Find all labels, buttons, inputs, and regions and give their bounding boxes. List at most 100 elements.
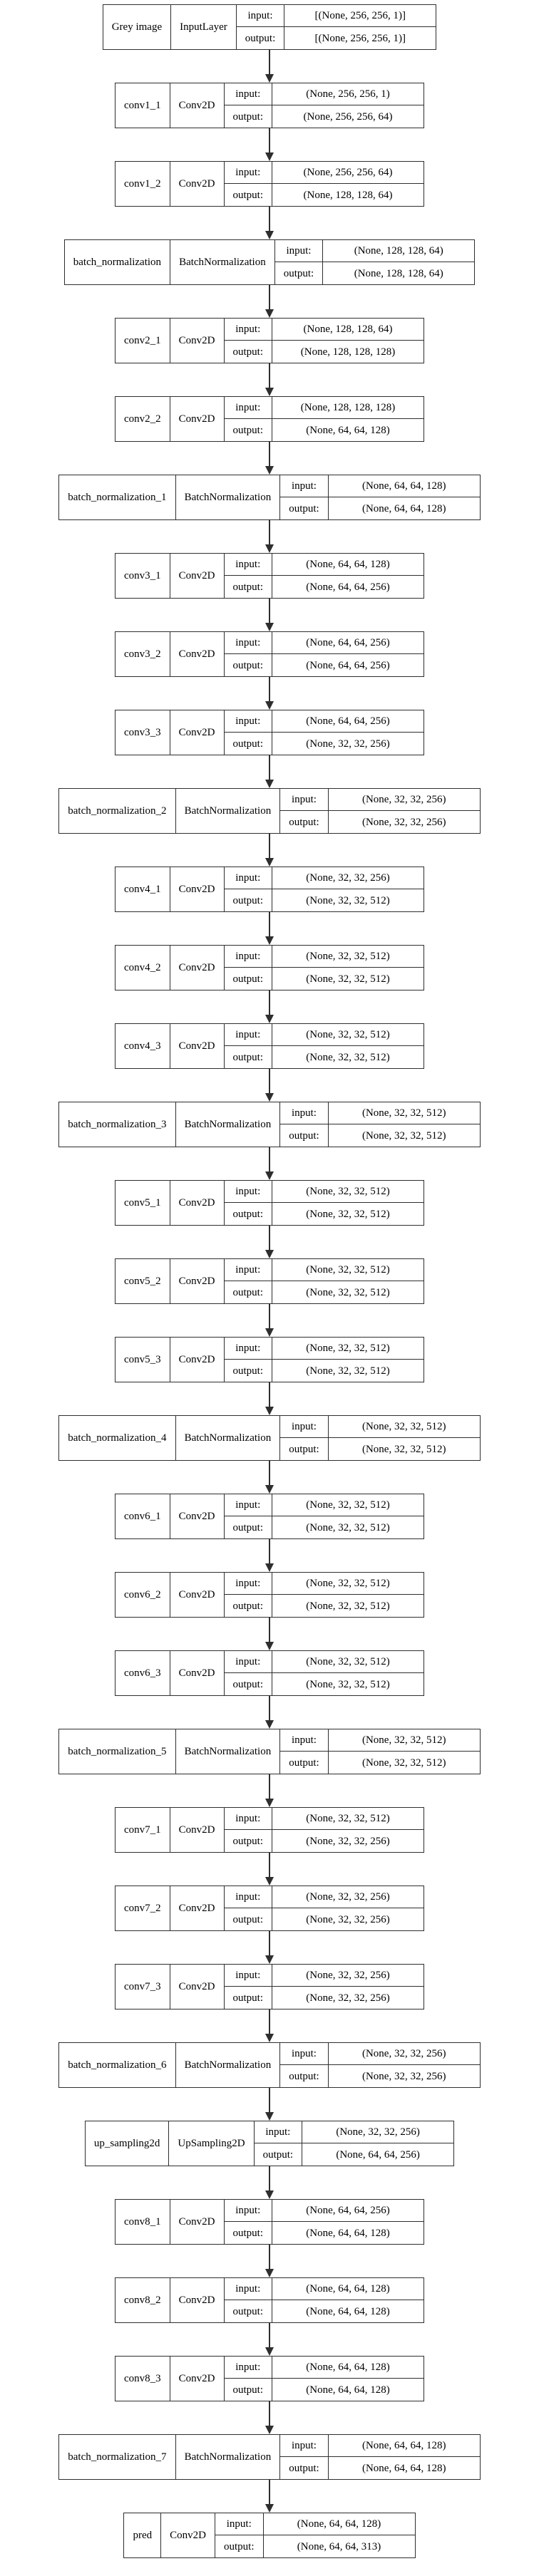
input-shape: (None, 64, 64, 128): [263, 2513, 415, 2535]
output-shape: (None, 128, 128, 64): [354, 267, 443, 279]
flow-arrow: [265, 1853, 274, 1886]
arrowhead-down-icon: [265, 2034, 274, 2042]
arrow-shaft-line: [269, 1147, 270, 1171]
layer-type: Conv2D: [170, 1259, 225, 1303]
flow-arrow: [265, 1069, 274, 1102]
output-shape: (None, 64, 64, 128): [306, 424, 390, 436]
flow-arrow: [265, 363, 274, 396]
arrow-shaft-line: [269, 1853, 270, 1877]
output-shape: (None, 64, 64, 256): [336, 2148, 420, 2161]
flow-arrow: [265, 2088, 274, 2121]
layer-name: conv4_1: [115, 867, 170, 911]
layer-node: batch_normalization_3 BatchNormalization…: [58, 1102, 481, 1147]
input-shape: (None, 64, 64, 256): [272, 710, 424, 733]
arrowhead-down-icon: [265, 544, 274, 553]
input-shape: (None, 32, 32, 512): [272, 1573, 424, 1595]
flow-arrow: [265, 2009, 274, 2042]
layer-name: batch_normalization_4: [59, 1416, 176, 1460]
output-shape: (None, 64, 64, 128): [306, 2227, 390, 2239]
arrowhead-down-icon: [265, 74, 274, 83]
output-shape: (None, 32, 32, 512): [361, 1129, 446, 1142]
input-label: input:: [224, 397, 273, 419]
arrow-shaft-line: [269, 2401, 270, 2426]
layer-name: conv1_2: [115, 162, 170, 206]
arrow-shaft-line: [269, 2245, 270, 2269]
output-label: output:: [225, 889, 273, 911]
output-shape: (None, 64, 64, 128): [306, 2305, 390, 2317]
output-label: output:: [225, 733, 273, 755]
arrowhead-down-icon: [265, 2347, 274, 2356]
layer-type: Conv2D: [170, 1338, 225, 1382]
input-label: input:: [224, 554, 273, 576]
layer-name: batch_normalization_2: [59, 789, 176, 833]
input-label: input:: [224, 1338, 273, 1360]
input-label: input:: [224, 1808, 273, 1830]
flow-arrow: [265, 2166, 274, 2199]
input-shape: (None, 32, 32, 512): [272, 1024, 424, 1046]
input-shape: (None, 32, 32, 256): [272, 1886, 424, 1908]
arrowhead-down-icon: [265, 2504, 274, 2513]
arrow-shaft-line: [269, 520, 270, 544]
input-shape: (None, 32, 32, 512): [272, 1259, 424, 1281]
output-shape: (None, 32, 32, 256): [306, 1913, 390, 1925]
arrowhead-down-icon: [265, 309, 274, 318]
layer-node: conv1_1 Conv2D input: (None, 256, 256, 1…: [114, 83, 425, 128]
arrowhead-down-icon: [265, 858, 274, 867]
flow-arrow: [265, 1382, 274, 1415]
arrow-shaft-line: [269, 285, 270, 309]
layer-type: Conv2D: [170, 867, 225, 911]
arrowhead-down-icon: [265, 2112, 274, 2121]
layer-name: batch_normalization_7: [59, 2435, 176, 2479]
flow-arrow: [265, 834, 274, 867]
layer-type: Conv2D: [170, 2278, 225, 2322]
layer-node: conv7_1 Conv2D input: (None, 32, 32, 512…: [114, 1807, 425, 1853]
input-shape: (None, 32, 32, 512): [272, 1181, 424, 1203]
arrowhead-down-icon: [265, 2269, 274, 2277]
output-shape: (None, 32, 32, 512): [361, 1443, 446, 1455]
output-label: output:: [225, 184, 273, 206]
output-label: output:: [280, 1752, 329, 1774]
input-shape: (None, 64, 64, 256): [272, 632, 424, 654]
output-shape: (None, 32, 32, 512): [306, 1600, 390, 1612]
arrow-shaft-line: [269, 2088, 270, 2112]
arrow-shaft-line: [269, 128, 270, 152]
layer-node: conv7_3 Conv2D input: (None, 32, 32, 256…: [114, 1964, 425, 2009]
layer-node: batch_normalization_6 BatchNormalization…: [58, 2042, 481, 2088]
layer-node: conv4_3 Conv2D input: (None, 32, 32, 512…: [114, 1023, 425, 1069]
input-shape: (None, 32, 32, 256): [272, 867, 424, 889]
layer-type: Conv2D: [170, 554, 225, 598]
layer-type: BatchNormalization: [176, 2435, 281, 2479]
layer-type: Conv2D: [161, 2513, 215, 2557]
input-label: input:: [280, 1729, 329, 1752]
input-shape: (None, 256, 256, 1): [272, 83, 424, 105]
output-shape: (None, 128, 128, 64): [303, 189, 393, 201]
arrow-shaft-line: [269, 2323, 270, 2347]
layer-node: conv8_2 Conv2D input: (None, 64, 64, 128…: [114, 2277, 425, 2323]
arrow-shaft-line: [269, 990, 270, 1015]
flow-arrow: [265, 1539, 274, 1572]
input-shape: (None, 64, 64, 128): [272, 2278, 424, 2300]
flow-arrow: [265, 2323, 274, 2356]
layer-type: Conv2D: [170, 397, 225, 441]
output-label: output:: [225, 1908, 273, 1930]
input-shape: (None, 32, 32, 512): [272, 1651, 424, 1673]
layer-type: InputLayer: [171, 5, 237, 49]
input-label: input:: [224, 1965, 273, 1987]
layer-type: Conv2D: [170, 1651, 225, 1695]
output-label: output:: [225, 419, 273, 441]
output-shape: [(None, 256, 256, 1)]: [314, 32, 406, 44]
flow-arrow: [265, 1618, 274, 1650]
output-label: output:: [275, 262, 324, 284]
layer-name: conv3_1: [115, 554, 170, 598]
flow-arrow: [265, 1147, 274, 1180]
output-label: output:: [225, 1360, 273, 1382]
flow-arrow: [265, 599, 274, 631]
input-label: input:: [224, 946, 273, 968]
arrowhead-down-icon: [265, 231, 274, 239]
layer-node: conv8_1 Conv2D input: (None, 64, 64, 256…: [114, 2199, 425, 2245]
layer-type: UpSampling2D: [169, 2121, 255, 2166]
input-label: input:: [224, 1651, 273, 1673]
input-label: input:: [224, 710, 273, 733]
arrowhead-down-icon: [265, 701, 274, 710]
input-label: input:: [280, 1416, 329, 1438]
